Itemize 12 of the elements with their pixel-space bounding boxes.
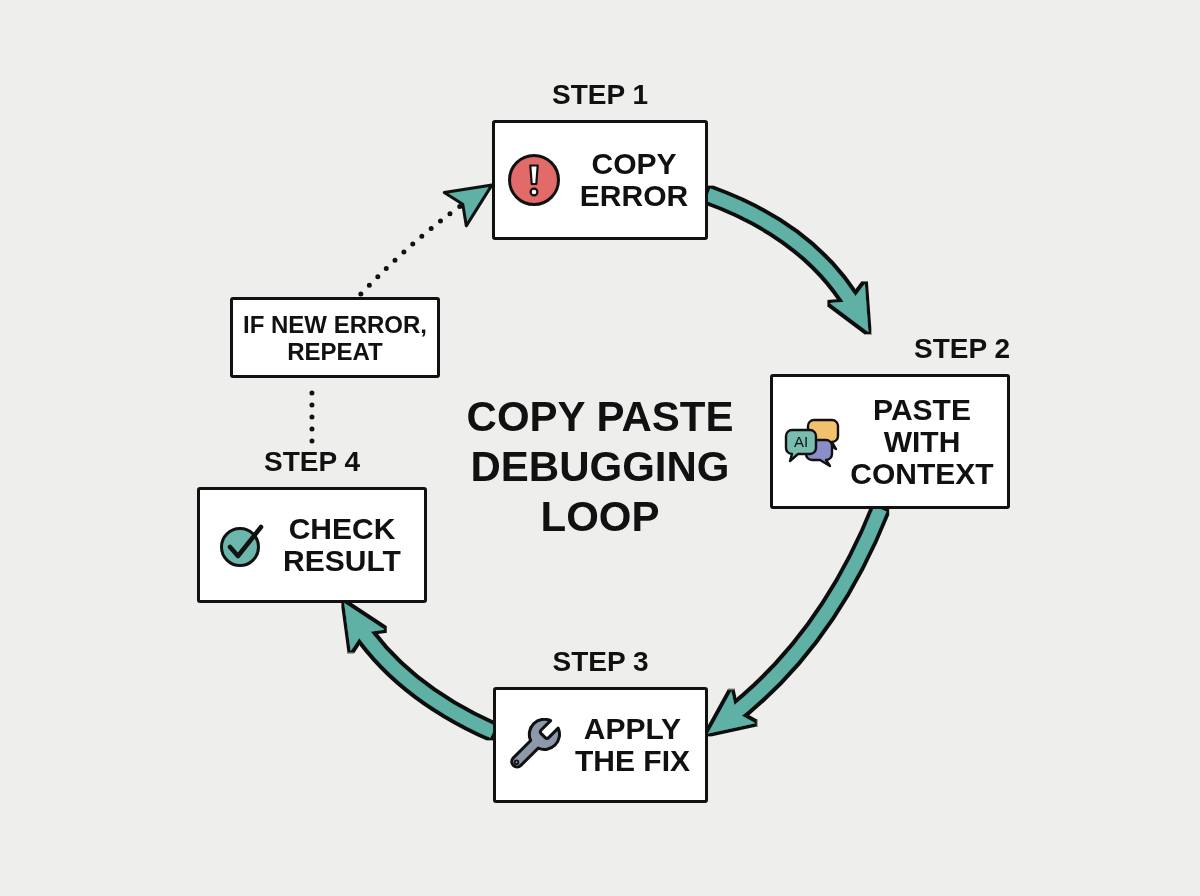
diagram-title: COPY PASTE DEBUGGING LOOP — [465, 392, 735, 542]
bubble-text: AI — [792, 432, 810, 452]
note-text: IF NEW ERROR, REPEAT — [243, 310, 427, 365]
step-label: STEP 4 — [264, 445, 360, 479]
step-text: COPY ERROR — [578, 148, 690, 212]
step-label: STEP 3 — [552, 645, 649, 679]
step-text: APPLY THE FIX — [574, 713, 691, 777]
step-label: STEP 1 — [552, 78, 648, 112]
dotted-arrow — [358, 183, 494, 297]
step-text: CHECK RESULT — [282, 513, 402, 577]
step-label: STEP 2 — [914, 332, 1010, 366]
step-text: PASTE WITH CONTEXT — [849, 393, 995, 490]
